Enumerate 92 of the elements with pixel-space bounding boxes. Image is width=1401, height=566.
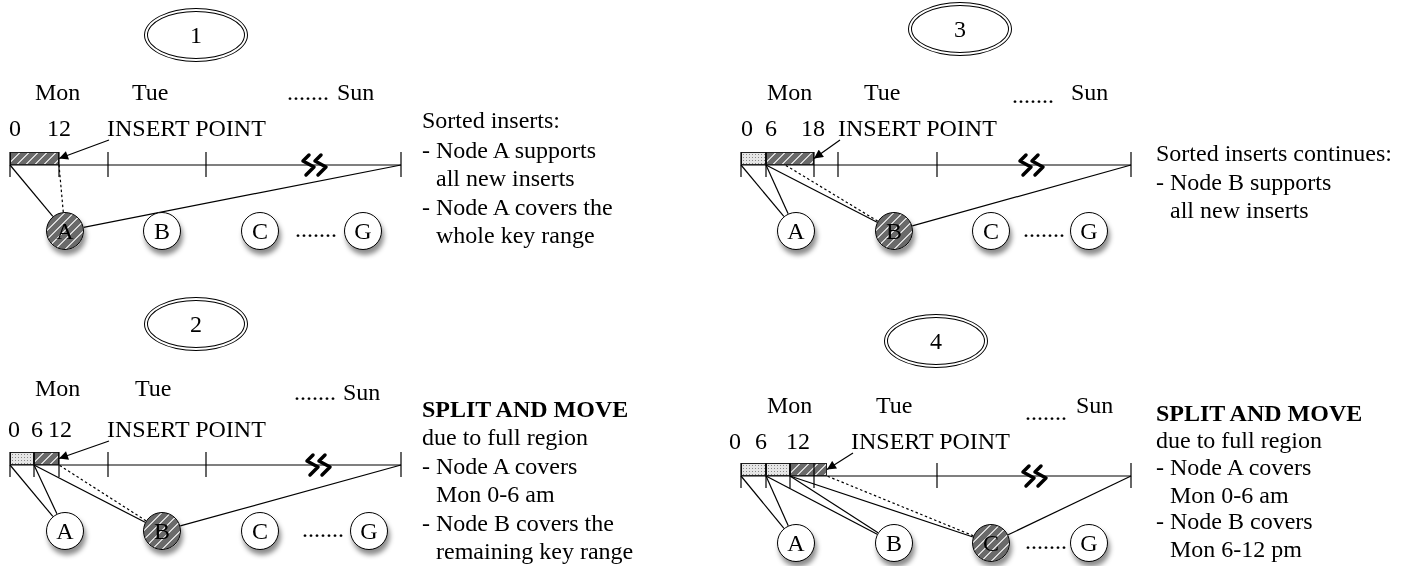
storage-node-circle: A	[777, 524, 815, 562]
description-text: due to full region	[1156, 426, 1322, 454]
day-label: Mon	[767, 391, 813, 419]
key-range-bar	[10, 152, 59, 165]
connector-line	[789, 475, 974, 538]
hour-label: 12	[47, 114, 71, 142]
ellipsis: .......	[302, 515, 344, 543]
day-label: Tue	[876, 391, 913, 419]
hour-label: 6	[31, 415, 43, 443]
connector-line	[740, 164, 785, 217]
storage-node-circle: C	[241, 212, 279, 250]
day-label: Mon	[35, 78, 81, 106]
connector-line	[1007, 475, 1132, 536]
description-text: - Node A covers Mon 0-6 am	[422, 452, 579, 508]
connector-line	[826, 475, 974, 537]
hour-label: 0	[729, 427, 741, 455]
storage-node-circle: C	[241, 512, 279, 550]
storage-node-circle: G	[1070, 524, 1108, 562]
storage-node-circle: A	[46, 512, 84, 550]
hour-label: 0	[9, 114, 21, 142]
ellipsis: .......	[295, 215, 337, 243]
hour-label: 12	[48, 415, 72, 443]
ellipsis: .......	[1025, 527, 1067, 555]
day-label: Mon	[35, 374, 81, 402]
storage-node-circle: G	[344, 212, 382, 250]
key-range-bar	[766, 152, 814, 165]
ellipsis: .......	[287, 78, 329, 106]
connector-line	[9, 464, 54, 517]
storage-node-circle: C	[972, 212, 1010, 250]
day-label: Sun	[337, 78, 375, 106]
hour-label: 6	[765, 114, 777, 142]
hour-label: 12	[786, 427, 810, 455]
connector-line	[765, 475, 878, 535]
day-label: Sun	[343, 378, 381, 406]
step-number-oval: 3	[908, 2, 1012, 56]
hour-label: 0	[741, 114, 753, 142]
description-text: - Node B supports all new inserts	[1156, 168, 1333, 224]
description-text: - Node A covers the whole key range	[422, 193, 614, 249]
day-label: Sun	[1076, 391, 1114, 419]
connector-line	[789, 475, 879, 534]
storage-node-circle: A	[777, 212, 815, 250]
connector-line	[33, 464, 146, 523]
timeline-axis	[10, 452, 401, 466]
arrow	[813, 139, 841, 160]
ellipsis: .......	[1023, 215, 1065, 243]
insert-point-label: INSERT POINT	[838, 114, 997, 142]
timeline-axis	[10, 152, 401, 166]
day-label: Tue	[864, 78, 901, 106]
connector-line	[58, 464, 147, 522]
insert-point-label: INSERT POINT	[851, 427, 1010, 455]
connector-line	[740, 475, 785, 529]
day-label: Tue	[132, 78, 169, 106]
storage-node-circle: B	[143, 212, 181, 250]
connector-line	[784, 164, 879, 222]
ellipsis: .......	[1012, 81, 1054, 109]
description-text: due to full region	[422, 423, 588, 451]
description-text: - Node B covers Mon 6-12 pm	[1156, 507, 1314, 563]
hour-label: 6	[755, 427, 767, 455]
ellipsis: .......	[1025, 398, 1067, 426]
description-heading: SPLIT AND MOVE	[1156, 399, 1363, 427]
day-label: Mon	[767, 78, 813, 106]
description-text: Sorted inserts:	[422, 106, 560, 134]
insert-point-label: INSERT POINT	[107, 114, 266, 142]
description-text: Sorted inserts continues:	[1156, 139, 1392, 167]
storage-node-circle: G	[1070, 212, 1108, 250]
key-range-bar	[10, 452, 34, 465]
step-number-oval: 4	[884, 314, 988, 368]
connector-line	[765, 475, 789, 527]
arrow	[58, 440, 110, 460]
connector-line	[765, 164, 878, 223]
connector-line	[765, 164, 789, 215]
ellipsis: .......	[294, 378, 336, 406]
connector-line	[9, 164, 54, 217]
timeline-axis	[741, 152, 1131, 166]
description-text: - Node B covers the remaining key range	[422, 509, 635, 565]
description-text: - Node A supports all new inserts	[422, 136, 597, 192]
step-number-oval: 2	[144, 297, 248, 351]
day-label: Sun	[1071, 78, 1109, 106]
connector-line	[33, 464, 58, 515]
step-number-oval: 1	[144, 8, 248, 62]
timeline-axis	[741, 463, 1131, 477]
hour-label: 0	[8, 415, 20, 443]
description-heading: SPLIT AND MOVE	[422, 395, 629, 423]
arrow	[826, 452, 854, 471]
insert-point-label: INSERT POINT	[107, 415, 266, 443]
storage-node-circle: G	[350, 512, 388, 550]
key-range-bar	[766, 463, 790, 476]
storage-node-circle: B	[875, 524, 913, 562]
day-label: Tue	[135, 374, 172, 402]
hour-label: 18	[801, 114, 825, 142]
arrow	[58, 139, 110, 160]
description-text: - Node A covers Mon 0-6 am	[1156, 453, 1313, 509]
